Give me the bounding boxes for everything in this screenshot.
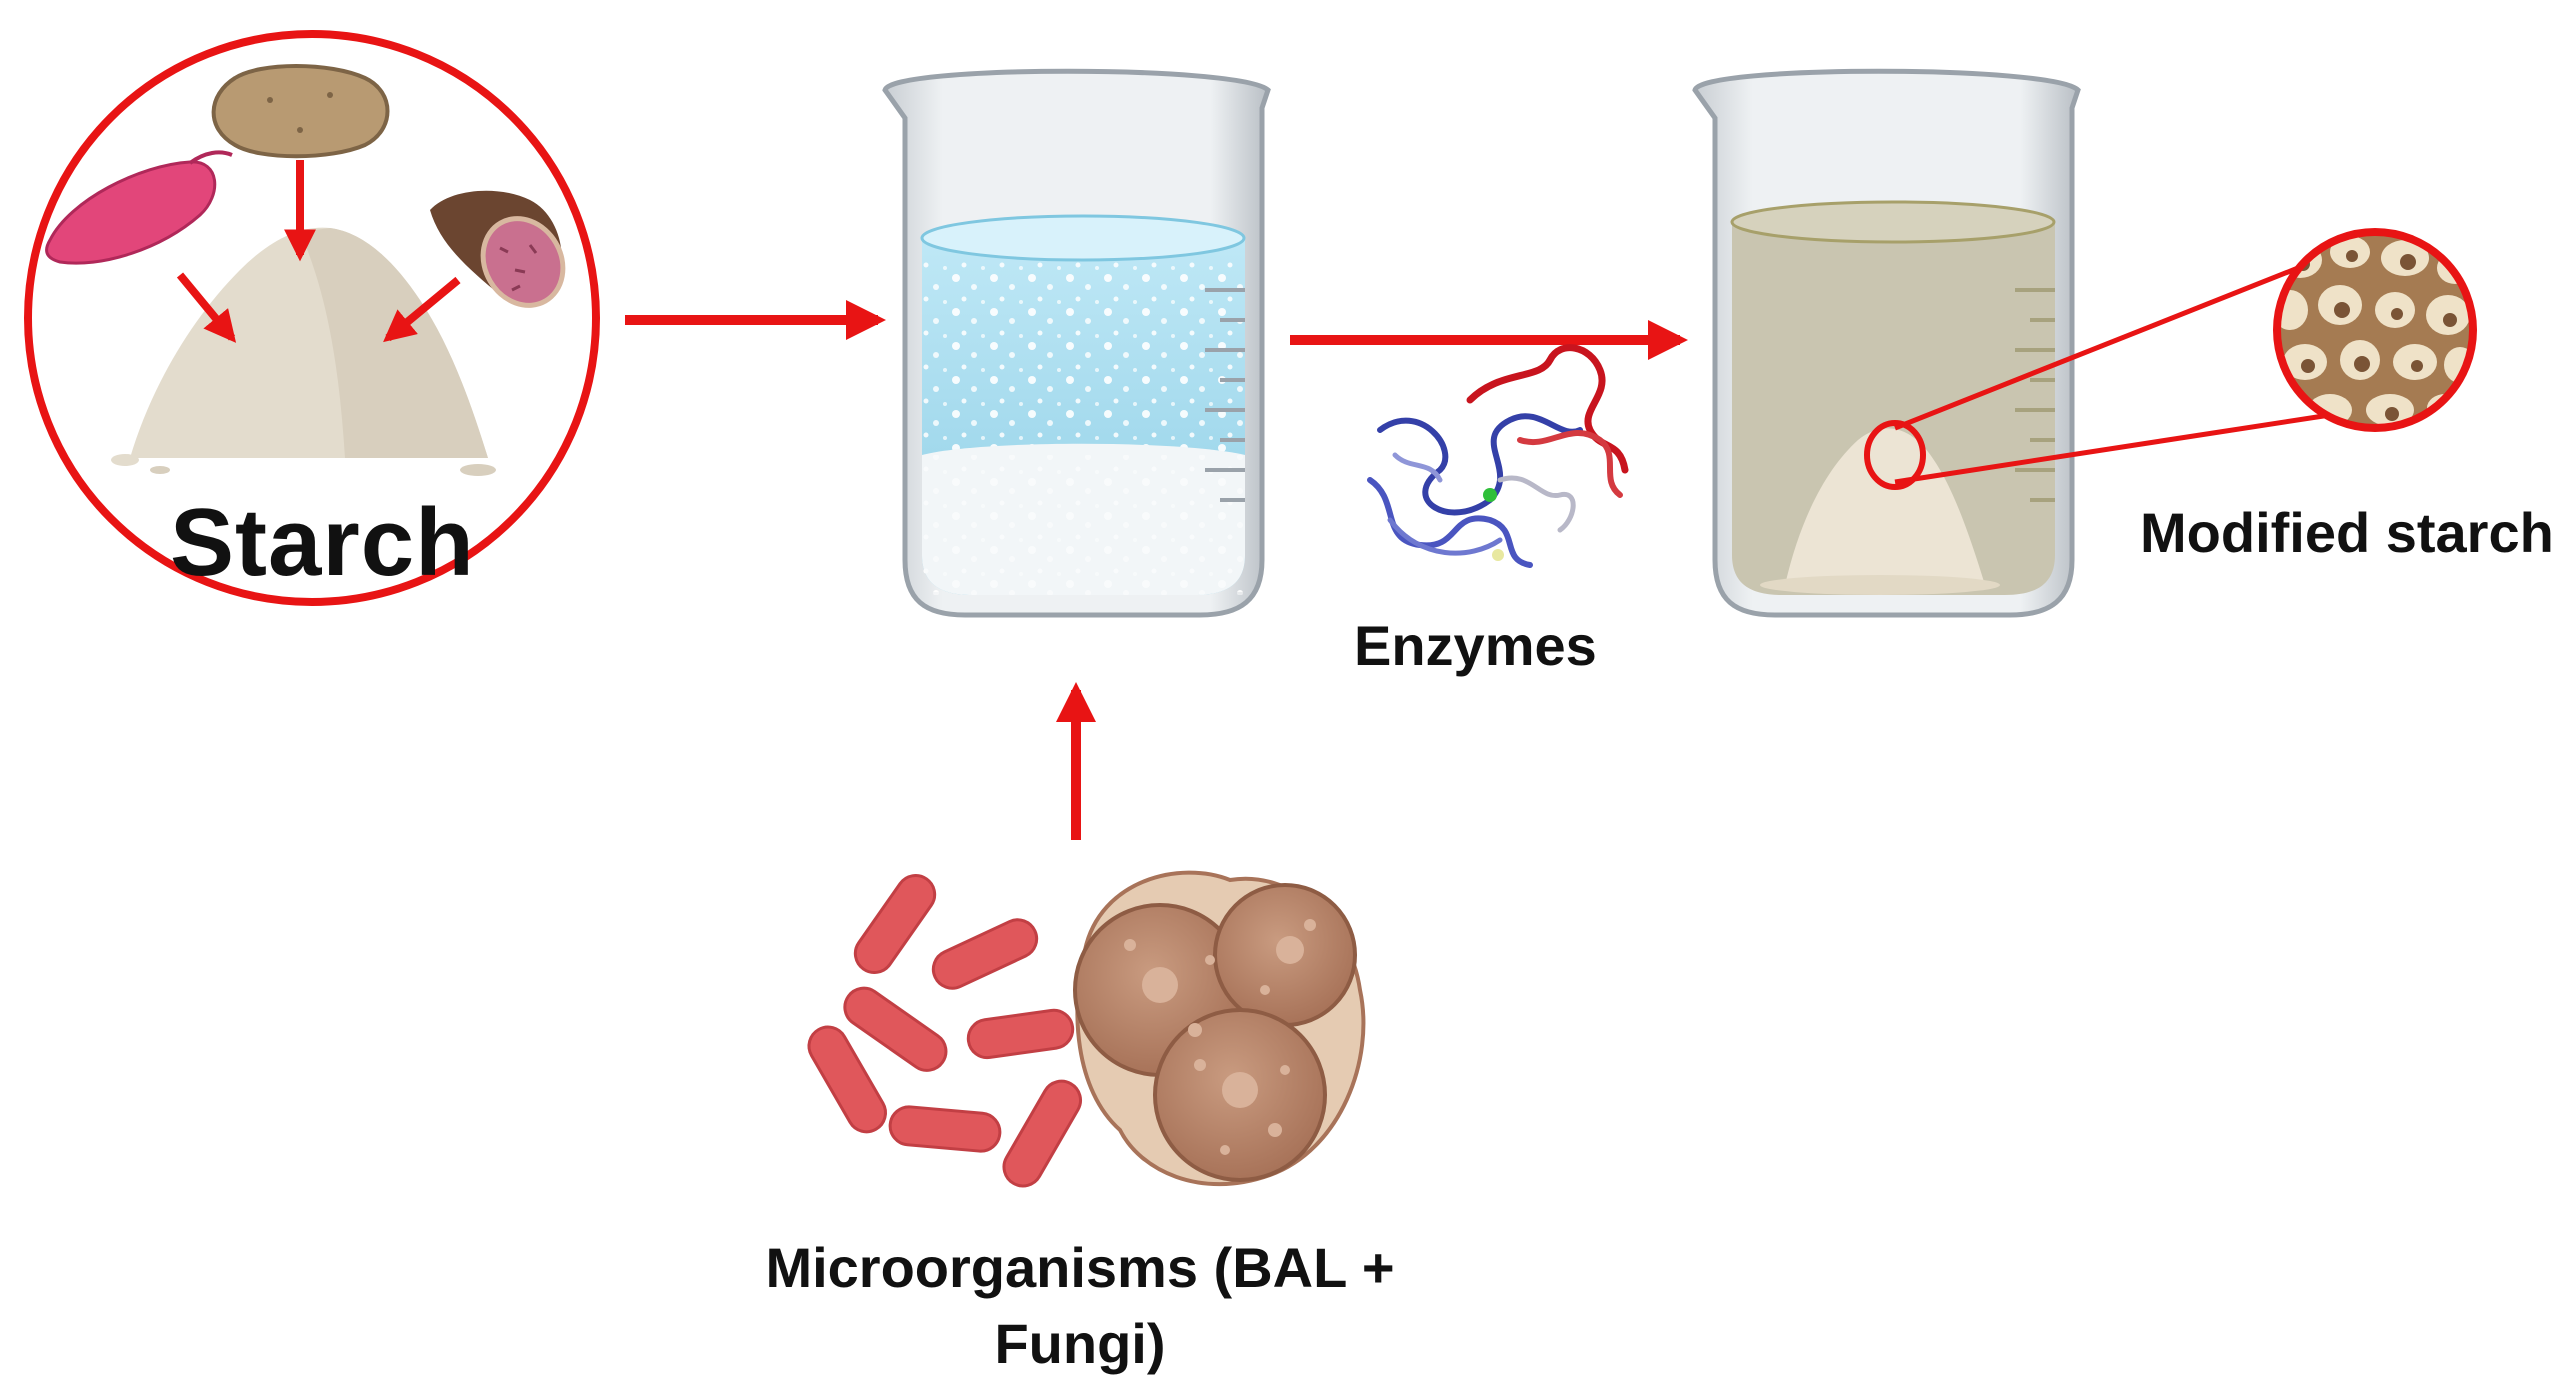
enzymes-label: Enzymes bbox=[1354, 614, 1597, 677]
arrow-taro-to-pile bbox=[383, 276, 461, 343]
bacteria-icon bbox=[807, 874, 1082, 1188]
magnifier-icon bbox=[1864, 228, 2477, 490]
water-liquid bbox=[920, 214, 1246, 595]
enzyme-structure-icon bbox=[1367, 344, 1629, 568]
sweet-potato-icon bbox=[45, 150, 233, 265]
starch-label: Starch bbox=[170, 489, 475, 596]
microorganisms-label: Microorganisms (BAL + Fungi) bbox=[765, 1236, 1395, 1375]
starch-pile-icon bbox=[1760, 428, 2000, 595]
beaker-icon bbox=[882, 68, 1271, 618]
fungi-cells-icon bbox=[1073, 870, 1366, 1187]
starch-source-group bbox=[24, 30, 600, 606]
beaker-icon bbox=[1692, 68, 2081, 618]
arrow-sweetpotato-to-pile bbox=[176, 272, 237, 343]
potato-icon bbox=[211, 64, 390, 159]
starch-pile-icon bbox=[111, 227, 496, 476]
modified-starch-label: Modified starch bbox=[2140, 501, 2554, 564]
fermented-liquid bbox=[1730, 200, 2056, 595]
taro-icon bbox=[430, 190, 566, 308]
